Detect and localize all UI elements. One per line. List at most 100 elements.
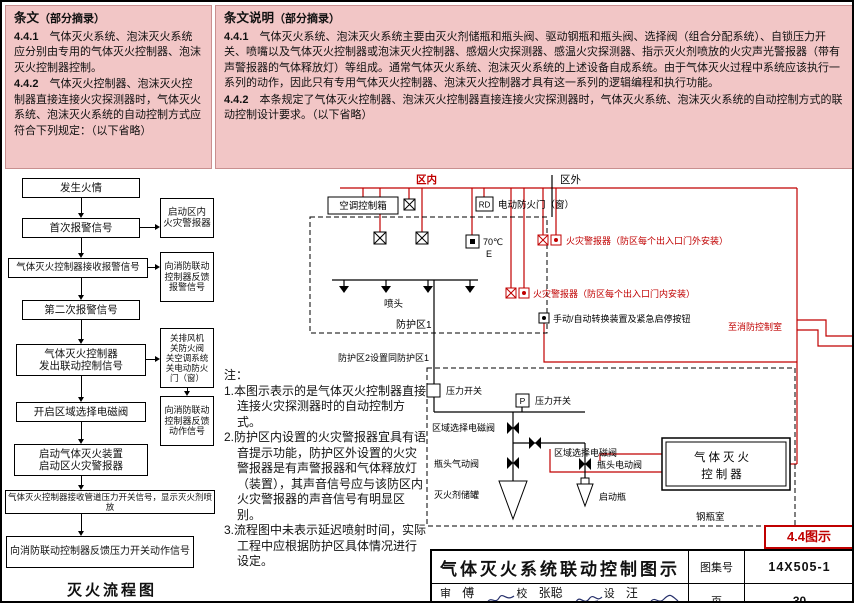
flow-connector <box>140 227 155 228</box>
temp-rating-label: 70℃ <box>483 237 503 247</box>
atlas-number-label: 图集号 <box>688 551 744 583</box>
reviewer-name: 傅兰 <box>462 586 475 600</box>
protected-zone1-boundary <box>309 216 548 334</box>
arrow-down-icon <box>184 391 190 396</box>
bottle-room-label: 钢瓶室 <box>696 511 725 523</box>
flow-connector <box>146 359 155 360</box>
flow-connector <box>81 198 82 213</box>
ac-panel-label: 空调控制箱 <box>339 200 387 212</box>
flow-box-feedback-pressure: 向消防联动控制器反馈压力开关动作信号 <box>6 536 194 568</box>
zone2-label: 防护区2设置同防护区1 <box>338 352 429 363</box>
note-item: 2.防护区内设置的火灾警报器宜具有语音提示功能，防护区外设置的火灾警报器是有声警… <box>224 430 427 522</box>
provisions-panel: 条文（部分摘录） 4.4.1 气体灭火系统、泡沫灭火系统应分别由专用的气体灭火控… <box>5 5 212 169</box>
flow-connector <box>81 514 82 531</box>
explanation-heading: 条文说明（部分摘录） <box>224 11 341 25</box>
flow-connector <box>81 278 82 295</box>
electric-valve-label: 瓶头电动阀 <box>597 459 642 470</box>
flow-box-controller-receives-alarm: 气体灭火控制器接收报警信号 <box>8 258 148 278</box>
flow-connector <box>81 320 82 339</box>
call-point-icon <box>403 198 416 211</box>
heat-detector-icon <box>415 231 429 245</box>
sheet-title: 气体灭火系统联动控制图示 <box>440 559 680 579</box>
flow-box-start-extinguishing: 启动气体灭火装置 启动区火灾警报器 <box>14 444 148 476</box>
manual-auto-label: 手动/自动转换装置及紧急启停按钮 <box>553 313 691 324</box>
bottle-room-boundary <box>426 367 796 527</box>
pressure-switch1-label: 压力开关 <box>446 385 482 396</box>
start-bottle-icon <box>576 483 594 508</box>
flow-box-shutdown-actions: 关排风机 关防火阀 关空调系统 关电动防火门（窗） <box>160 328 214 388</box>
title-block: 气体灭火系统联动控制图示 图集号 14X505-1 审核傅兰 校对张聪琼 设计汪… <box>430 549 852 601</box>
arrow-right-icon <box>155 264 160 270</box>
note-item: 3.流程图中未表示延迟喷射时间，实际工程中应根据防护区具体情况进行设定。 <box>224 523 427 568</box>
sounder-icon <box>505 287 517 299</box>
flow-box-second-alarm: 第二次报警信号 <box>22 300 140 320</box>
flow-connector <box>148 267 155 268</box>
sounder-icon <box>537 234 549 246</box>
nozzle-label: 喷头 <box>384 298 403 310</box>
designer-name: 汪浩 <box>625 586 638 600</box>
agent-tank-icon <box>498 480 528 521</box>
provision-4-4-2: 4.4.2 气体灭火控制器、泡沫灭火控制器直接连接火灾探测器时，气体灭火系统、泡… <box>14 78 201 137</box>
linkage-control-diagram: 区内 区外 空调控制箱 RD 电动防火门（窗） 70℃ E 火灾警报器（防区每个… <box>309 173 852 527</box>
flowchart-title: 灭火流程图 <box>42 579 182 601</box>
flow-connector <box>81 376 82 397</box>
zone1-label: 防护区1 <box>396 318 432 331</box>
controller-label-line2: 控制器 <box>701 467 745 481</box>
explanation-4-4-1: 4.4.1 气体灭火系统、泡沫灭火系统主要由灭火剂储瓶和瓶头阀、驱动钢瓶和瓶头阀… <box>224 30 840 90</box>
signature-row: 审核傅兰 校对张聪琼 设计汪浩 <box>432 583 688 601</box>
pneumatic-valve-label: 瓶头气动阀 <box>434 458 479 469</box>
agent-tank-label: 灭火剂储罐 <box>434 489 479 500</box>
page-label: 页 <box>688 583 744 601</box>
flow-box-open-zone-valve: 开启区域选择电磁阀 <box>16 402 146 422</box>
arrow-down-icon <box>78 531 84 536</box>
flow-box-fire-occurs: 发生火情 <box>22 178 140 198</box>
arrow-down-icon <box>78 439 84 444</box>
start-bottle-neck-icon <box>580 477 590 485</box>
reviewer-signature <box>486 593 516 601</box>
explanation-panel: 条文说明（部分摘录） 4.4.1 气体灭火系统、泡沫灭火系统主要由灭火剂储瓶和瓶… <box>215 5 852 169</box>
figure-badge: 4.4图示 <box>764 525 852 549</box>
start-bottle-label: 启动瓶 <box>599 491 626 502</box>
zone-selection-valve-icon <box>507 422 519 434</box>
flow-box-linkage-signal: 气体灭火控制器 发出联动控制信号 <box>16 344 146 376</box>
checker-name: 张聪琼 <box>538 586 563 600</box>
alarm-wiring <box>340 187 852 473</box>
pressure-switch-box <box>426 383 441 398</box>
arrow-down-icon <box>78 339 84 344</box>
smoke-detector-icon <box>373 231 387 245</box>
zone-selection-valve-icon <box>529 437 541 449</box>
notes-label: 注： <box>224 368 249 382</box>
flow-connector <box>81 238 82 253</box>
flow-box-pressure-signal: 气体灭火控制器接收管道压力开关信号，显示灭火剂喷放 <box>5 490 215 514</box>
manual-auto-switch-icon <box>538 312 550 324</box>
arrow-down-icon <box>78 485 84 490</box>
flow-connector <box>187 388 188 391</box>
nozzle-icons <box>339 286 475 293</box>
electric-head-valve-icon <box>579 458 591 470</box>
checker-signature <box>574 593 604 601</box>
checker-label: 校对 <box>516 588 528 600</box>
release-lamp-icon <box>550 234 562 246</box>
zone-valve1-label: 区域选择电磁阀 <box>432 422 495 433</box>
to-control-room-label: 至消防控制室 <box>728 321 782 332</box>
alarm-outside-label: 火灾警报器（防区每个出入口门外安装） <box>566 235 728 246</box>
fixed-temp-detector-icon <box>465 234 480 249</box>
pressure-p-label: P <box>520 396 526 406</box>
flow-box-first-alarm: 首次报警信号 <box>22 218 140 238</box>
arrow-down-icon <box>78 253 84 258</box>
pressure-switch2-label: 压力开关 <box>535 395 571 406</box>
ac-control-panel-box <box>327 196 399 215</box>
note-item: 1.本图示表示的是气体灭火控制器直接连接火灾探测器时的自动控制方式。 <box>224 383 427 429</box>
provision-4-4-1: 4.4.1 气体灭火系统、泡沫灭火系统应分别由专用的气体灭火控制器、泡沫灭火控制… <box>14 30 201 74</box>
reviewer-label: 审核 <box>440 588 451 600</box>
designer-label: 设计 <box>603 588 615 600</box>
pressure-switch-p-box <box>515 393 530 408</box>
flow-connector <box>81 422 82 439</box>
zone-valve2-label: 区域选择电磁阀 <box>554 447 617 458</box>
flow-connector <box>81 476 82 485</box>
arrow-right-icon <box>155 356 160 362</box>
arrow-down-icon <box>78 295 84 300</box>
arrow-down-icon <box>78 213 84 218</box>
page-number: 30 <box>744 583 852 601</box>
pneumatic-head-valve-icon <box>507 457 519 469</box>
